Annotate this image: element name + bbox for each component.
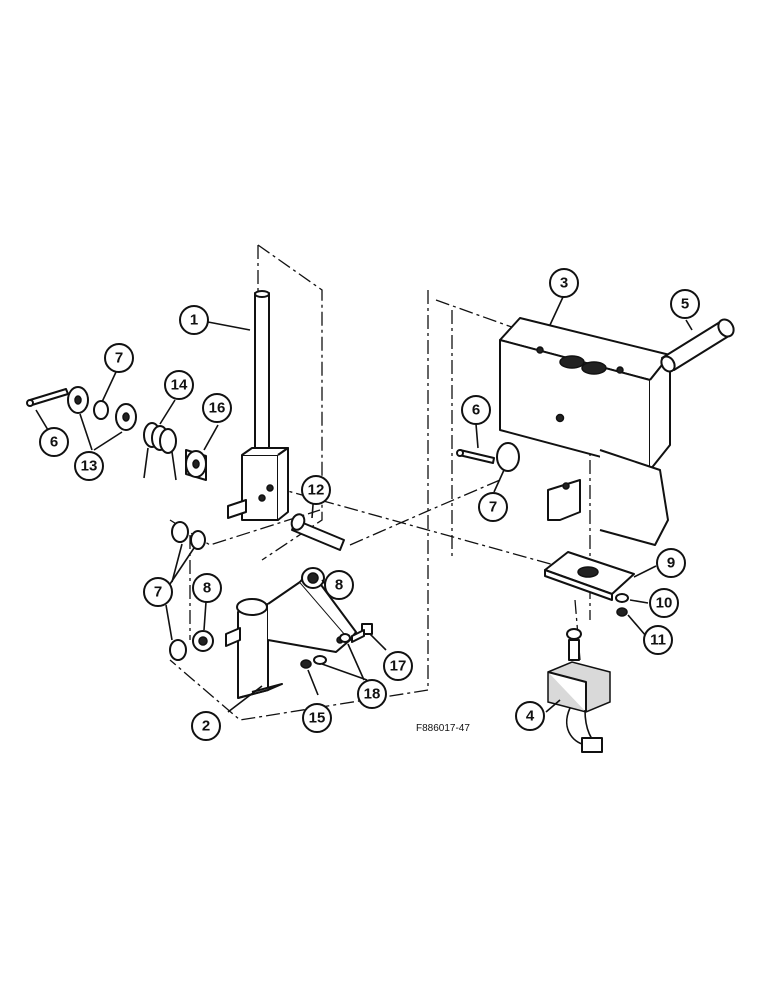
pivot-pin [660, 318, 735, 373]
svg-text:7: 7 [489, 499, 497, 516]
washer-18-b [339, 633, 351, 643]
washer-7-left [67, 386, 89, 414]
callout-4: 4 [515, 701, 545, 731]
svg-text:12: 12 [308, 482, 325, 499]
lock-washer-15 [300, 659, 312, 669]
callout-6-right: 6 [461, 395, 491, 425]
neutral-switch [547, 628, 611, 753]
washer-7-pivot-lower [169, 639, 187, 661]
lock-washer [615, 593, 629, 603]
svg-text:16: 16 [209, 400, 226, 417]
svg-text:6: 6 [472, 402, 480, 419]
washer-13-large [115, 403, 137, 431]
callout-14: 14 [164, 370, 194, 400]
svg-text:6: 6 [50, 434, 58, 451]
washer-7-pivot-upper [171, 521, 206, 550]
mounting-bracket [499, 317, 671, 546]
svg-text:8: 8 [203, 580, 211, 597]
callout-9: 9 [656, 548, 686, 578]
washer-18-a [313, 655, 327, 665]
svg-text:3: 3 [560, 275, 568, 292]
switch-mounting-plate [544, 551, 635, 601]
svg-text:1: 1 [190, 312, 198, 329]
svg-text:18: 18 [364, 686, 381, 703]
cap-screw [351, 623, 373, 643]
svg-text:7: 7 [115, 350, 123, 367]
callout-18: 18 [357, 679, 387, 709]
callout-3: 3 [549, 268, 579, 298]
leader-lines [35, 296, 693, 713]
callout-10: 10 [649, 588, 679, 618]
cotter-pin-right [456, 449, 495, 464]
callout-7-right: 7 [478, 492, 508, 522]
callout-5: 5 [670, 289, 700, 319]
bushing-lower [192, 630, 214, 652]
callout-13: 13 [74, 451, 104, 481]
svg-text:14: 14 [171, 377, 188, 394]
clevis-pin [290, 513, 345, 551]
callout-7-pivot: 7 [143, 577, 173, 607]
callout-1: 1 [179, 305, 209, 335]
callout-11: 11 [643, 625, 673, 655]
callout-8-left: 8 [192, 573, 222, 603]
callout-12: 12 [301, 475, 331, 505]
callout-6-left: 6 [39, 427, 69, 457]
shift-lever-rod [227, 290, 289, 521]
hex-nut [616, 607, 628, 617]
washer-7-right [496, 442, 520, 472]
spacer [185, 449, 207, 481]
svg-text:8: 8 [335, 577, 343, 594]
svg-text:13: 13 [81, 458, 98, 475]
figure-reference-code: F886017-47 [416, 723, 470, 734]
cotter-pin-left [26, 388, 69, 407]
washer-13-small [93, 400, 109, 420]
svg-text:2: 2 [202, 718, 210, 735]
svg-text:4: 4 [526, 708, 535, 725]
callout-16: 16 [202, 393, 232, 423]
svg-text:5: 5 [681, 296, 689, 313]
callout-7-left: 7 [104, 343, 134, 373]
callout-8-right: 8 [324, 570, 354, 600]
callout-17: 17 [383, 651, 413, 681]
svg-text:15: 15 [309, 710, 326, 727]
bushing-upper [301, 567, 325, 589]
svg-text:7: 7 [154, 584, 162, 601]
svg-text:11: 11 [650, 632, 666, 649]
svg-text:17: 17 [390, 658, 407, 675]
callout-15: 15 [302, 703, 332, 733]
assembly-center-lines [169, 244, 591, 721]
torsion-spring [143, 422, 177, 481]
callout-2: 2 [191, 711, 221, 741]
svg-text:9: 9 [667, 555, 675, 572]
svg-text:10: 10 [656, 595, 673, 612]
